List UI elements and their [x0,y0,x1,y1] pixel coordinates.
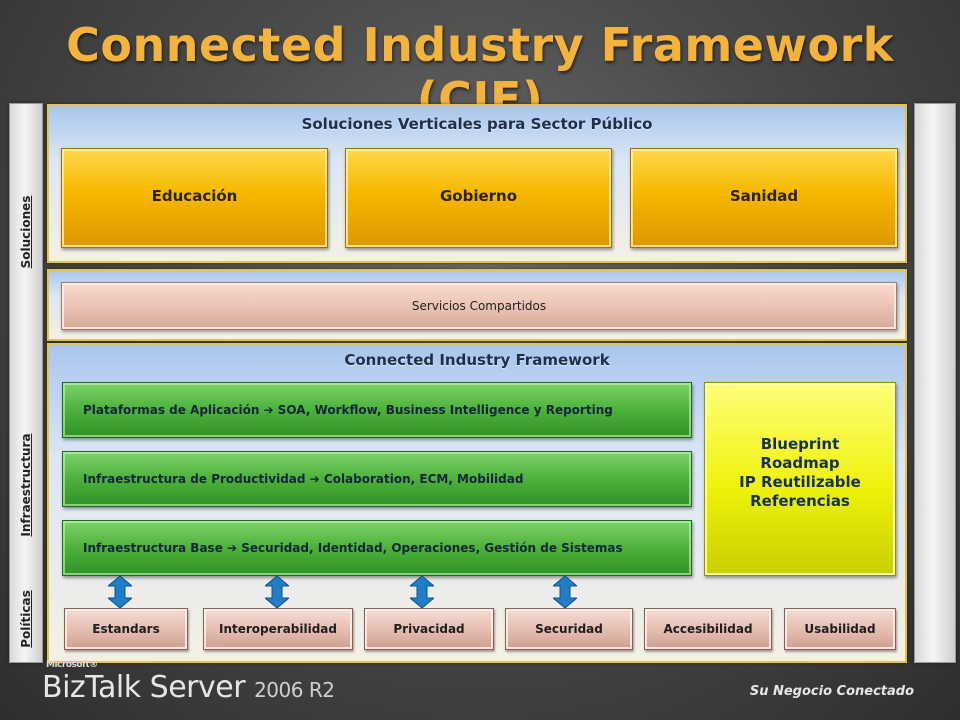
policy-usabilidad[interactable]: Usabilidad [784,608,896,650]
double-arrow-icon [108,576,132,608]
vertical-educacion[interactable]: Educación [61,148,328,248]
product-version: 2006 R2 [254,678,335,702]
vertical-gobierno[interactable]: Gobierno [345,148,612,248]
side-label-solutions: Soluciones [19,195,33,269]
tagline: Su Negocio Conectado [749,684,914,699]
blueprint-line-4: Referencias [750,492,850,510]
blueprint-line-2: Roadmap [760,454,840,472]
side-label-policies: Políticas [19,590,33,648]
double-arrow-icon [265,576,289,608]
double-arrow-icon [410,576,434,608]
policy-estandars[interactable]: Estandars [64,608,188,650]
vertical-sanidad[interactable]: Sanidad [630,148,898,248]
layer-application-platforms[interactable]: Plataformas de Aplicación ➔ SOA, Workflo… [62,382,692,438]
policy-interoperabilidad[interactable]: Interoperabilidad [203,608,353,650]
shared-services[interactable]: Servicios Compartidos [61,282,897,330]
product-name: BizTalk Server [42,670,246,705]
double-arrow-icon [553,576,577,608]
policy-accesibilidad[interactable]: Accesibilidad [644,608,772,650]
layer-productivity-infrastructure[interactable]: Infraestructura de Productividad ➔ Colab… [62,451,692,507]
framework-title: Connected Industry Framework [344,351,610,369]
policy-securidad[interactable]: Securidad [505,608,633,650]
left-pillar [9,103,43,663]
blueprint-line-1: Blueprint [760,435,840,453]
policy-privacidad[interactable]: Privacidad [364,608,494,650]
page-title: Connected Industry Framework (CIF) [66,18,894,126]
product-logo: Microsoft® BizTalk Server 2006 R2 [42,660,335,705]
layer-base-infrastructure[interactable]: Infraestructura Base ➔ Securidad, Identi… [62,520,692,576]
vendor-label: Microsoft® [46,660,98,670]
verticals-title: Soluciones Verticales para Sector Públic… [301,115,653,133]
right-pillar [914,103,956,663]
blueprint-line-3: IP Reutilizable [739,473,861,491]
blueprint-box[interactable]: Blueprint Roadmap IP Reutilizable Refere… [704,382,896,576]
